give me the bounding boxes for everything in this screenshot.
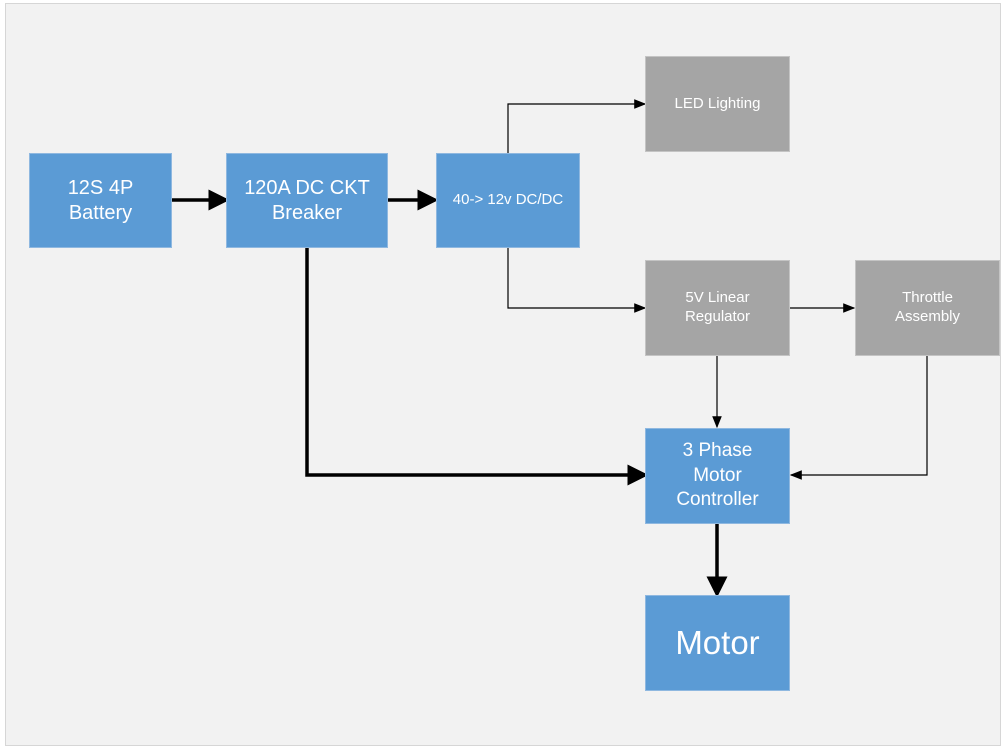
node-led-lighting[interactable]: LED Lighting [645,56,790,152]
node-motor[interactable]: Motor [645,595,790,691]
node-motor-controller[interactable]: 3 Phase Motor Controller [645,428,790,524]
node-throttle-assembly[interactable]: Throttle Assembly [855,260,1000,356]
diagram-canvas [5,3,1001,746]
node-breaker[interactable]: 120A DC CKT Breaker [226,153,388,248]
node-5v-regulator[interactable]: 5V Linear Regulator [645,260,790,356]
node-battery[interactable]: 12S 4P Battery [29,153,172,248]
node-dcdc-converter[interactable]: 40-> 12v DC/DC [436,153,580,248]
